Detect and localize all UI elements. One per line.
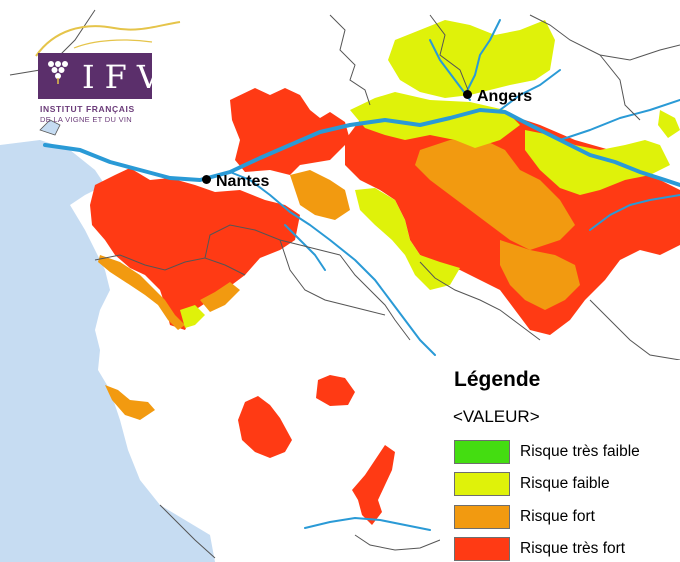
logo-swirl-decoration [35, 21, 181, 57]
legend-label-very-high: Risque très fort [520, 540, 626, 557]
nantes-label: Nantes [216, 173, 270, 190]
legend-label-high: Risque fort [520, 508, 595, 525]
legend-swatch-high [454, 505, 510, 529]
logo-tagline-2: DE LA VIGNE ET DU VIN [40, 115, 133, 124]
legend-title: Légende [454, 368, 541, 391]
legend-label-low: Risque faible [520, 475, 610, 492]
legend-swatch-low [454, 472, 510, 496]
legend-swatch-very-low [454, 440, 510, 464]
island [39, 119, 61, 136]
logo-tagline-1: INSTITUT FRANÇAIS [40, 104, 135, 114]
legend-field-name: <VALEUR> [453, 407, 540, 426]
angers-label: Angers [477, 88, 533, 105]
legend-item-high: Risque fort [454, 505, 680, 529]
grape-icon [48, 61, 68, 84]
ifv-logo: IFV INSTITUT FRANÇAIS DE LA VIGNE ET DU … [34, 20, 184, 130]
legend-swatch-very-high [454, 537, 510, 561]
rivers [43, 19, 680, 531]
legend-panel: Légende <VALEUR> Risque très faible Risq… [440, 360, 680, 562]
legend-label-very-low: Risque très faible [520, 443, 640, 460]
admin-boundaries [9, 9, 680, 559]
legend-item-very-high: Risque très fort [454, 537, 680, 561]
nantes-marker [202, 175, 211, 184]
logo-letters: IFV [82, 58, 170, 96]
legend-item-low: Risque faible [454, 472, 680, 496]
angers-marker [463, 90, 472, 99]
risk-high-zones [98, 138, 580, 420]
sea-area [0, 140, 215, 562]
legend-item-very-low: Risque très faible [454, 440, 680, 464]
